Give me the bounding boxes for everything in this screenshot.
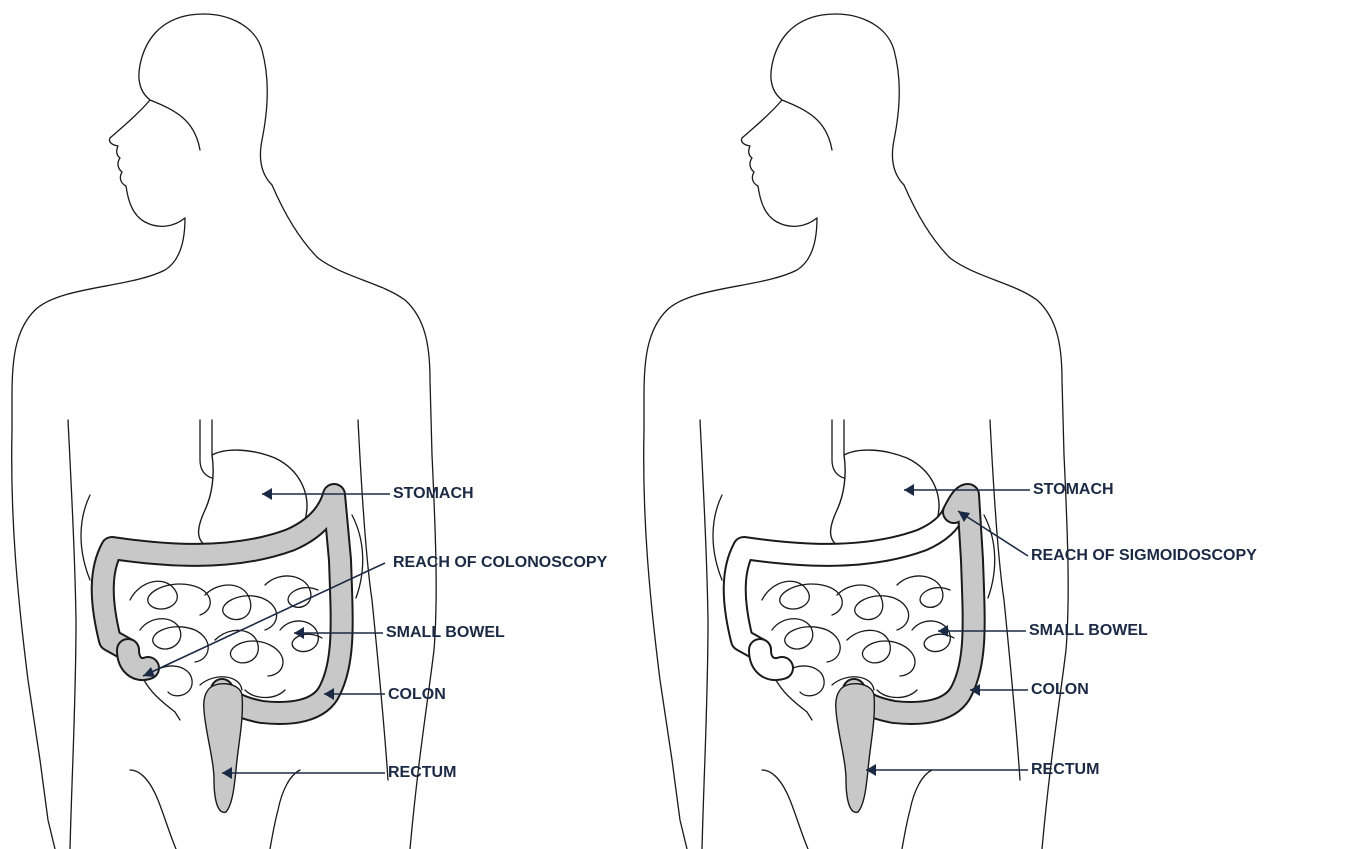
label-reach-of-colonoscopy: REACH OF COLONOSCOPY (393, 554, 607, 572)
colonoscopy-panel (12, 14, 436, 849)
rectum-organ (836, 684, 875, 813)
label-small-bowel: SMALL BOWEL (386, 624, 505, 642)
leader-colon (970, 684, 1028, 696)
label-small-bowel: SMALL BOWEL (1029, 622, 1148, 640)
rectum-organ (204, 684, 243, 813)
sigmoidoscopy-panel (644, 14, 1068, 849)
label-stomach: STOMACH (1033, 481, 1114, 499)
label-colon: COLON (1031, 681, 1089, 699)
label-reach-of-sigmoidoscopy: REACH OF SIGMOIDOSCOPY (1031, 547, 1257, 565)
label-rectum: RECTUM (388, 764, 456, 782)
label-stomach: STOMACH (393, 485, 474, 503)
leader-rectum (222, 767, 385, 779)
leader-colon (324, 688, 385, 700)
label-colon: COLON (388, 686, 446, 704)
label-rectum: RECTUM (1031, 761, 1099, 779)
leader-rectum (866, 764, 1028, 776)
